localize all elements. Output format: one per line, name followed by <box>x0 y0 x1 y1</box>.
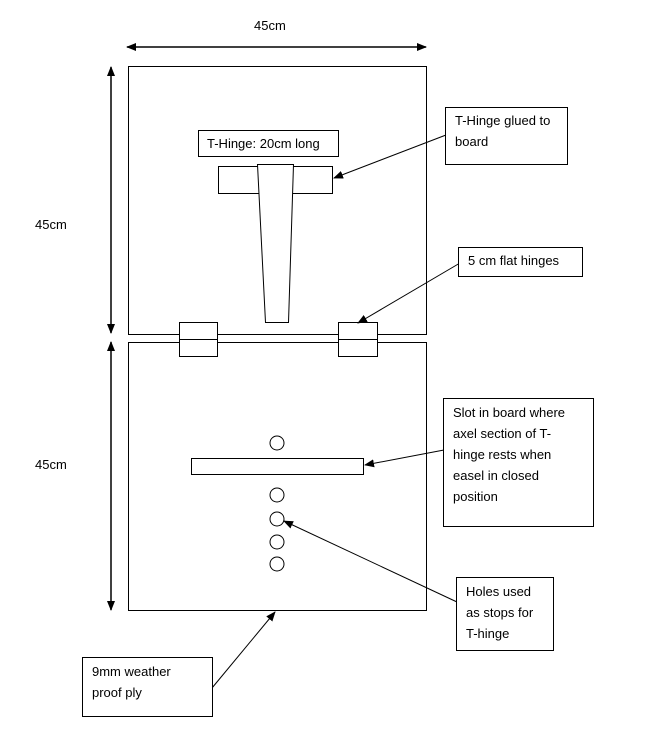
holes-arrow <box>283 520 458 603</box>
callout-line: board <box>455 134 489 149</box>
flat-hinge-right <box>338 322 378 357</box>
callout-line: T-Hinge glued to <box>455 113 551 128</box>
slot-arrow <box>364 449 445 468</box>
callout-line: easel in closed <box>453 468 539 483</box>
callout-line: Holes used <box>466 584 532 599</box>
bottom-height-dimension-label: 45cm <box>35 457 67 472</box>
t-hinge-glued-arrow <box>333 134 447 179</box>
callout-line: axel section of T- <box>453 426 552 441</box>
callout-line: as stops for <box>466 605 534 620</box>
hole <box>269 487 285 503</box>
callout-line: T-hinge <box>466 626 510 641</box>
holes-callout: Holes used as stops for T-hinge <box>456 577 554 651</box>
slot-callout: Slot in board where axel section of T- h… <box>443 398 594 527</box>
flat-hinge-left <box>179 322 218 357</box>
flat-hinges-arrow <box>357 262 461 324</box>
slot <box>191 458 364 475</box>
callout-line: position <box>453 489 498 504</box>
width-dimension-label: 45cm <box>254 18 286 33</box>
callout-line: Slot in board where <box>453 405 566 420</box>
callout-line: 5 cm flat hinges <box>468 253 560 268</box>
hole <box>269 435 285 451</box>
hole <box>269 511 285 527</box>
ply-arrow <box>211 611 276 689</box>
hole <box>269 556 285 572</box>
t-hinge-stem <box>256 164 295 323</box>
callout-line: 9mm weather <box>92 664 171 679</box>
hole <box>269 534 285 550</box>
top-height-dimension-label: 45cm <box>35 217 67 232</box>
ply-callout: 9mm weather proof ply <box>82 657 213 717</box>
t-hinge-glued-callout: T-Hinge glued to board <box>445 107 568 165</box>
callout-line: proof ply <box>92 685 142 700</box>
flat-hinges-callout: 5 cm flat hinges <box>458 247 583 277</box>
t-hinge-label: T-Hinge: 20cm long <box>207 136 320 151</box>
t-hinge-label-box: T-Hinge: 20cm long <box>198 130 339 157</box>
callout-line: hinge rests when <box>453 447 552 462</box>
